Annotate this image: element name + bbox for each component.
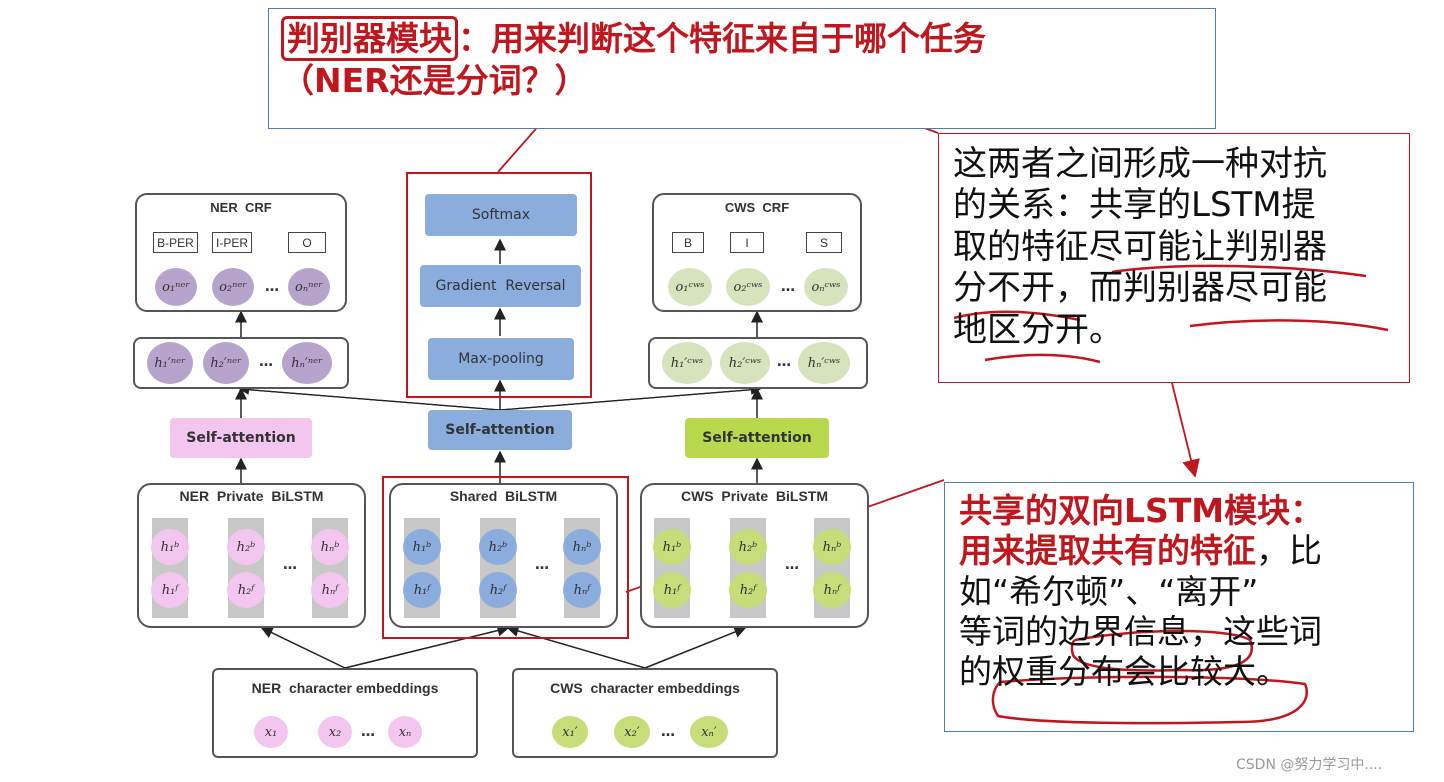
ner-emb-xn: xₙ (388, 716, 422, 748)
ner-bilstm-dots: … (283, 557, 297, 573)
arrow-cwsEmb-shared (506, 625, 646, 669)
discriminator-highlight (406, 172, 592, 398)
shared-h1-b: h₁ᵇ (403, 529, 441, 565)
top-annotation-line1: 用来判断这个特征来自于哪个任务 (491, 19, 986, 58)
gradient-reversal-node: Gradient Reversal (420, 265, 581, 307)
ner-tag-b-per: B-PER (153, 232, 198, 253)
cws-emb-dots: … (661, 724, 675, 740)
ner-h1-b: h₁ᵇ (151, 529, 189, 565)
ner-output-on: oₙⁿᵉʳ (288, 268, 330, 306)
cws-emb-x2: x₂′ (614, 716, 650, 748)
shared-note-line-1: 共享的双向LSTM模块： (959, 491, 1324, 530)
cws-hn-f: hₙᶠ (813, 572, 851, 608)
scribble-underline-3 (1189, 319, 1389, 332)
shared-note-line-5: 的权重分布会比较大。 (959, 652, 1289, 691)
arrow-nerEmb-shared (344, 624, 510, 669)
top-annotation-colon: ： (458, 19, 491, 58)
ner-output-o2: o₂ⁿᵉʳ (212, 268, 254, 306)
shared-self-attention: Self-attention (428, 410, 572, 450)
cws-tag-s: S (806, 232, 842, 253)
cws-tag-i: I (730, 232, 764, 253)
adversarial-line-3: 取的特征尽可能让判别器 (953, 226, 1327, 267)
ner-hn-b: hₙᵇ (311, 529, 349, 565)
shared-bilstm-title: Shared BiLSTM (449, 488, 558, 504)
scribble-oval-weights (991, 675, 1309, 725)
ner-hn-f: hₙᶠ (311, 572, 349, 608)
cws-h1-f: h₁ᶠ (653, 572, 691, 608)
scribble-underline-4 (984, 353, 1101, 364)
ner-crf-title: NER CRF (210, 200, 272, 215)
max-pooling-node: Max-pooling (428, 338, 574, 380)
red-pointer-to-shared-note (1171, 382, 1200, 478)
shared-h1-f: h₁ᶠ (403, 572, 441, 608)
shared-hn-b: hₙᵇ (563, 529, 601, 565)
shared-note-line-3: 如“希尔顿”、“离开” (959, 571, 1259, 611)
adversarial-line-4: 分不开，而判别器尽可能 (953, 268, 1327, 309)
scribble-underline-1 (1111, 264, 1367, 278)
arrow-nerEmb-nerLSTM (260, 627, 346, 669)
cws-output-dots: … (781, 279, 795, 295)
top-annotation: 判别器模块：用来判断这个特征来自于哪个任务 （NER还是分词？） (268, 8, 1216, 129)
cws-hidden-h2: h₂′ᶜʷˢ (720, 342, 770, 384)
cws-self-attention: Self-attention (685, 418, 829, 458)
ner-hidden-h1: h₁′ⁿᵉʳ (147, 342, 193, 384)
ner-emb-x2: x₂ (318, 716, 352, 748)
line-nerHidden-sharedAttn (239, 388, 501, 411)
cws-hidden-hn: hₙ′ᶜʷˢ (798, 342, 850, 384)
cws-bilstm-dots: … (785, 557, 799, 573)
ner-self-attention: Self-attention (170, 418, 312, 458)
cws-h1-b: h₁ᵇ (653, 529, 691, 565)
cws-hidden-dots: … (777, 354, 791, 370)
cws-hidden-h1: h₁′ᶜʷˢ (662, 342, 712, 384)
ner-embeddings-title: NER character embeddings (251, 680, 439, 696)
ner-emb-dots: … (361, 724, 375, 740)
cws-h2-b: h₂ᵇ (729, 529, 767, 565)
adversarial-note: 这两者之间形成一种对抗 的关系：共享的LSTM提 取的特征尽可能让判别器 分不开… (938, 133, 1410, 383)
cws-tag-b: B (672, 232, 704, 253)
ner-tag-o: O (288, 232, 326, 253)
ner-output-dots: … (265, 279, 279, 295)
shared-h2-b: h₂ᵇ (479, 529, 517, 565)
shared-h2-f: h₂ᶠ (479, 572, 517, 608)
discriminator-label: 判别器模块 (281, 16, 458, 61)
cws-output-on: oₙᶜʷˢ (804, 268, 848, 306)
softmax-node: Softmax (425, 194, 577, 236)
ner-h1-f: h₁ᶠ (151, 572, 189, 608)
shared-note-line-2-red: 用来提取共有的特征 (959, 531, 1256, 571)
csdn-watermark: CSDN @努力学习中.... (1236, 757, 1383, 773)
adversarial-line-2: 的关系：共享的LSTM提 (953, 185, 1316, 226)
ner-h2-b: h₂ᵇ (227, 529, 265, 565)
cws-bilstm-title: CWS Private BiLSTM (680, 488, 829, 504)
ner-hidden-hn: hₙ′ⁿᵉʳ (282, 342, 332, 384)
ner-bilstm-title: NER Private BiLSTM (179, 488, 324, 504)
ner-h2-f: h₂ᶠ (227, 572, 265, 608)
cws-emb-xn: xₙ′ (690, 716, 728, 748)
shared-lstm-note: 共享的双向LSTM模块： 用来提取共有的特征，比 如“希尔顿”、“离开” 等词的… (944, 482, 1414, 732)
adversarial-line-5: 地区分开。 (953, 309, 1123, 350)
cws-emb-x1: x₁′ (552, 716, 588, 748)
ner-hidden-h2: h₂′ⁿᵉʳ (203, 342, 249, 384)
cws-crf-title: CWS CRF (724, 200, 790, 215)
scribble-underline-2 (953, 310, 1081, 322)
ner-emb-x1: x₁ (254, 716, 288, 748)
ner-output-o1: o₁ⁿᵉʳ (155, 268, 197, 306)
shared-bilstm-dots: … (535, 557, 549, 573)
top-annotation-line2: （NER还是分词？） (281, 61, 588, 101)
shared-hn-f: hₙᶠ (563, 572, 601, 608)
ner-hidden-dots: … (259, 354, 273, 370)
scribble-oval-boundary (1070, 629, 1253, 672)
arrow-cwsEmb-cwsLSTM (644, 626, 747, 669)
cws-embeddings-title: CWS character embeddings (550, 680, 740, 696)
adversarial-line-1: 这两者之间形成一种对抗 (953, 144, 1327, 184)
cws-h2-f: h₂ᶠ (729, 572, 767, 608)
cws-hn-b: hₙᵇ (813, 529, 851, 565)
shared-note-line-4: 等词的边界信息，这些词 (959, 611, 1322, 651)
ner-tag-i-per: I-PER (212, 232, 252, 253)
line-cwsHidden-sharedAttn (499, 388, 761, 411)
shared-note-line-2-black: ，比 (1256, 531, 1322, 571)
cws-output-o1: o₁ᶜʷˢ (668, 268, 712, 306)
cws-output-o2: o₂ᶜʷˢ (726, 268, 770, 306)
shared-bilstm-highlight (382, 476, 629, 639)
